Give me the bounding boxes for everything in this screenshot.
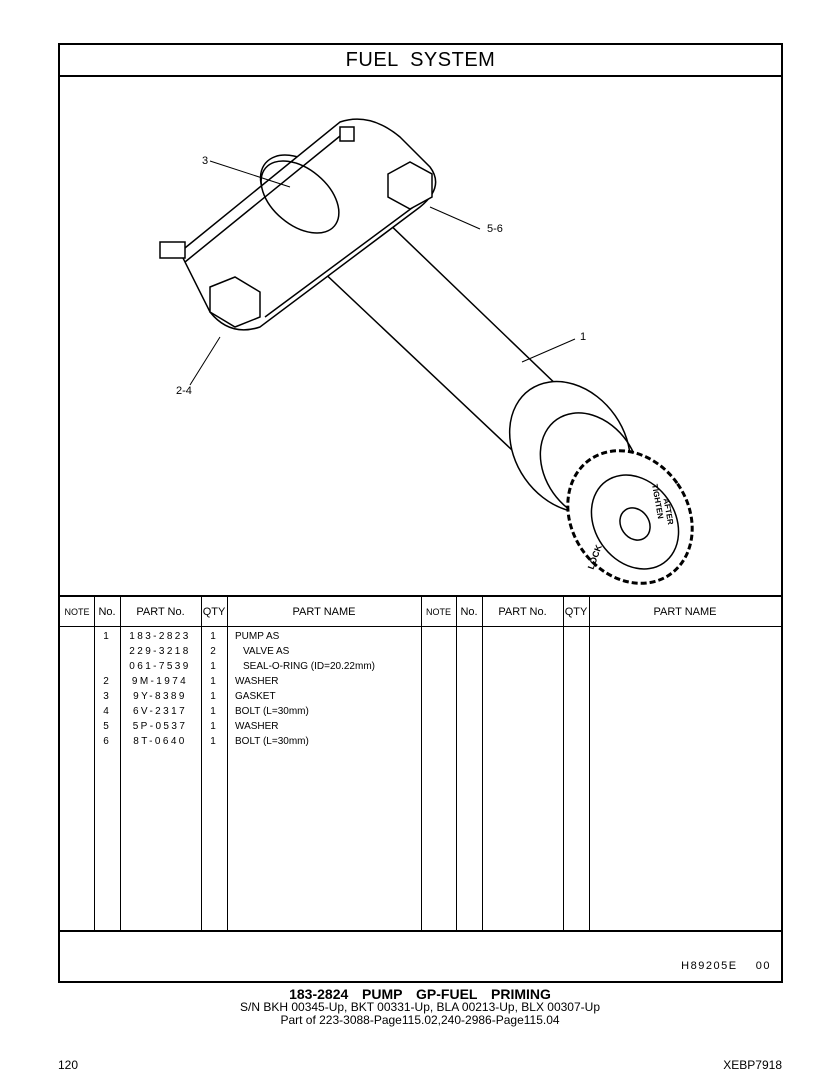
part-name: SEAL-O-RING (ID=20.22mm) bbox=[243, 661, 375, 672]
item-number: 1 bbox=[103, 631, 109, 642]
table-row: 6 8T-0640 1 BOLT (L=30mm) bbox=[60, 734, 781, 749]
callout-2-4: 2-4 bbox=[176, 385, 192, 397]
table-row: 4 6V-2317 1 BOLT (L=30mm) bbox=[60, 704, 781, 719]
table-row: 3 9Y-8389 1 GASKET bbox=[60, 689, 781, 704]
header-part-name: PART NAME bbox=[292, 606, 356, 618]
table-row: 2 9M-1974 1 WASHER bbox=[60, 674, 781, 689]
part-name: GASKET bbox=[235, 691, 276, 702]
part-number: 6V-2317 bbox=[132, 706, 188, 717]
quantity: 2 bbox=[210, 646, 216, 657]
pump-illustration: 3 5-6 1 2-4 LOCK TIGHTEN AFTER bbox=[60, 77, 781, 595]
caption-part-of: Part of 223-3088-Page115.02,240-2986-Pag… bbox=[280, 1013, 560, 1027]
header-part-no-2: PART No. bbox=[498, 606, 547, 618]
quantity: 1 bbox=[210, 631, 216, 642]
item-number: 2 bbox=[103, 676, 109, 687]
header-no: No. bbox=[98, 606, 116, 618]
caption-title: 183-2824 PUMP GP-FUEL PRIMING bbox=[289, 986, 551, 1002]
item-number: 3 bbox=[103, 691, 109, 702]
quantity: 1 bbox=[210, 706, 216, 717]
header-no-2: No. bbox=[460, 606, 478, 618]
part-number: 229-3218 bbox=[129, 646, 191, 657]
part-number: 5P-0537 bbox=[132, 721, 188, 732]
parts-table: NOTE No. PART No. QTY PART NAME NOTE No.… bbox=[60, 595, 781, 972]
quantity: 1 bbox=[210, 736, 216, 747]
header-note-2: NOTE bbox=[425, 607, 451, 617]
table-row: 1 183-2823 1 PUMP AS bbox=[60, 629, 781, 644]
part-number: 183-2823 bbox=[129, 631, 191, 642]
callout-1: 1 bbox=[580, 331, 587, 343]
quantity: 1 bbox=[210, 676, 216, 687]
section-title: FUEL SYSTEM bbox=[60, 45, 781, 77]
header-note: NOTE bbox=[64, 607, 90, 617]
item-number: 6 bbox=[103, 736, 109, 747]
parts-page-frame: FUEL SYSTEM 3 5-6 1 bbox=[58, 43, 783, 983]
item-number: 5 bbox=[103, 721, 109, 732]
part-number: 061-7539 bbox=[129, 661, 191, 672]
item-number: 4 bbox=[103, 706, 109, 717]
part-number: 9M-1974 bbox=[131, 676, 189, 687]
page-number: 120 bbox=[58, 1058, 79, 1072]
part-name: PUMP AS bbox=[235, 631, 280, 642]
part-name: WASHER bbox=[235, 676, 279, 687]
quantity: 1 bbox=[210, 661, 216, 672]
callout-5-6: 5-6 bbox=[487, 223, 503, 235]
callout-3: 3 bbox=[202, 155, 209, 167]
part-name: BOLT (L=30mm) bbox=[235, 736, 309, 747]
header-part-no: PART No. bbox=[136, 606, 185, 618]
part-name: BOLT (L=30mm) bbox=[235, 706, 309, 717]
quantity: 1 bbox=[210, 721, 216, 732]
table-row: 5 5P-0537 1 WASHER bbox=[60, 719, 781, 734]
header-qty: QTY bbox=[202, 606, 226, 618]
quantity: 1 bbox=[210, 691, 216, 702]
caption-serials: S/N BKH 00345-Up, BKT 00331-Up, BLA 0021… bbox=[240, 1000, 600, 1014]
illustration-id: H89205E 00 bbox=[681, 960, 771, 972]
header-qty-2: QTY bbox=[564, 606, 588, 618]
part-name: VALVE AS bbox=[243, 646, 290, 657]
document-id: XEBP7918 bbox=[723, 1058, 782, 1072]
table-row: 061-7539 1 SEAL-O-RING (ID=20.22mm) bbox=[60, 659, 781, 674]
part-name: WASHER bbox=[235, 721, 279, 732]
part-number: 9Y-8389 bbox=[133, 691, 187, 702]
table-row: 229-3218 2 VALVE AS bbox=[60, 644, 781, 659]
caption: 183-2824 PUMP GP-FUEL PRIMING S/N BKH 00… bbox=[0, 987, 840, 1027]
header-part-name-2: PART NAME bbox=[653, 606, 717, 618]
part-number: 8T-0640 bbox=[133, 736, 187, 747]
